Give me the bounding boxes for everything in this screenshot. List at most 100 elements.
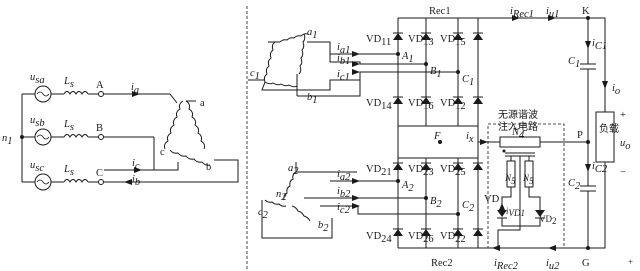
rec1-diode-top-3: VD15 [440,32,466,48]
rec2-current-label: iRec2 [494,258,519,271]
t2-node-c2: c2 [258,207,269,221]
current-ic-label: ic [132,158,140,172]
t1-node-a1: a1 [307,27,318,41]
rec1-diode-top-2: VD13 [408,32,434,48]
t2-current-ia2: ia2 [337,169,351,183]
current-iu1-label: iu1 [546,6,559,20]
transformer-2-secondary: a2 b2 c2 n2 ia2 ib2 ic2 [258,162,458,239]
node-F-label: F [433,131,441,142]
rec2-diode-top-2: VD23 [408,162,434,178]
rec1-diode-top-1: VD11 [366,32,403,48]
source-a-label: usa [30,72,45,86]
rectifier-1: Rec1 iRec1 VD11 VD13 VD15 VD14 VD16 VD12 [366,6,570,143]
rec2-vd25-label: VD25 [440,164,466,178]
load-box [595,111,615,163]
node-K-label: K [582,6,590,17]
harmonic-injection-circuit: 无源谐波 注入电路 N4 N5 N5 VD VD2 iVD1 [484,108,588,249]
current-ia-label: ia [131,82,139,96]
source-c-label: usc [30,160,44,174]
rec1-label: Rec1 [429,6,451,17]
rec1-node-A1: A1 [401,51,414,65]
node-P-label: P [577,130,583,141]
t2-current-ib2: ib2 [337,186,351,200]
transformer-1-secondary: a1 b1 c1 ia1 ib1 ic1 [248,27,458,106]
t1-node-b1: b1 [307,92,318,106]
primary-delta-winding: a b c [160,98,211,173]
rec2-diode-top-3: VD25 [440,162,466,178]
rectifier-2: Rec2 iRec2 VD21 VD23 VD25 VD24 VD26 VD22 [366,142,570,271]
node-G-label: G [582,258,590,269]
rec1-vd11-label: VD11 [366,34,391,48]
n5-right-label: N5 [522,173,534,186]
rec2-node-C2: C2 [462,200,475,214]
delta-node-b: b [206,162,211,173]
rec1-vd13-label: VD13 [408,34,434,48]
t1-current-ic1: ic1 [337,69,350,83]
rec2-diode-top-1: VD21 [366,162,403,178]
n5-left-label: N5 [504,173,516,186]
rec1-node-C1: C1 [462,74,474,88]
rec1-diode-bottom-2: VD16 [408,96,434,112]
output-voltage-label: uo [620,138,631,152]
output-current-label: io [612,83,620,97]
corner-mark: + [628,257,633,267]
load-label: 负载 [599,122,619,135]
rec2-vd24-label: VD24 [366,231,392,245]
rec2-diode-bottom-3: VD22 [440,228,466,245]
injection-diode-vd2: VD2 [535,210,557,226]
node-A-label: A [96,80,104,91]
inductor-c [63,179,89,183]
node-C-label: C [96,168,103,179]
injection-vd2-label: VD2 [539,214,557,226]
rec1-vd16-label: VD16 [408,98,434,112]
rec2-node-A2: A2 [401,180,414,194]
rec2-vd21-label: VD21 [366,164,392,178]
rec1-diode-bottom-1: VD14 [366,96,403,112]
rec1-current-label: iRec1 [510,6,534,20]
rec2-vd23-label: VD23 [408,164,434,178]
rec2-diode-bottom-2: VD26 [408,228,434,245]
current-iu2-label: iu2 [546,258,560,271]
inductor-a [63,91,89,95]
injection-diode-vd1: VD [484,194,507,219]
t1-current-ia1: ia1 [337,42,350,56]
delta-node-c: c [160,147,165,158]
rec2-label: Rec2 [431,258,453,269]
current-ib-label: ib [132,174,140,188]
injection-title-line1: 无源谐波 [498,108,538,121]
three-phase-source: n1 usa Ls A ia usb Ls B usc Ls [2,72,239,191]
output-plus-sign: + [620,110,626,121]
cap2-current-label: iC2 [592,161,608,175]
t2-node-b2: b2 [318,220,329,234]
cap2-label: C2 [568,178,581,192]
inductor-b [63,134,89,138]
injection-vd-left-label: VD [484,194,500,205]
rec1-vd15-label: VD15 [440,34,466,48]
node-B-label: B [96,123,103,134]
injection-boundary [487,123,565,249]
rec2-node-B2: B2 [430,196,442,210]
rec1-node-B1: B1 [430,66,442,80]
t1-current-ib1: ib1 [337,53,350,67]
t1-node-c1: c1 [250,68,260,82]
rec2-diode-bottom-1: VD24 [366,228,403,245]
current-ix-label: ix [466,131,474,145]
rec2-vd26-label: VD26 [408,231,434,245]
cap1-label: C1 [568,56,580,70]
rec2-vd22-label: VD22 [440,231,466,245]
t2-node-a2: a2 [288,163,299,177]
n4-label: N4 [511,127,525,141]
output-minus-sign: − [620,167,626,178]
inductor-b-label: Ls [63,119,74,133]
rec1-vd12-label: VD12 [440,98,466,112]
neutral-label: n1 [2,133,13,147]
source-b-label: usb [30,115,45,129]
inductor-a-label: Ls [63,76,74,90]
injection-title-line2: 注入电路 [498,120,538,133]
cap1-current-label: iC1 [592,38,607,52]
inductor-c-label: Ls [63,164,74,178]
dc-link: K G P iu1 iu2 iC1 C1 iC2 C2 负载 io + uo −… [546,6,633,271]
ivd1-label: iVD1 [506,206,525,218]
delta-node-a: a [200,98,205,109]
